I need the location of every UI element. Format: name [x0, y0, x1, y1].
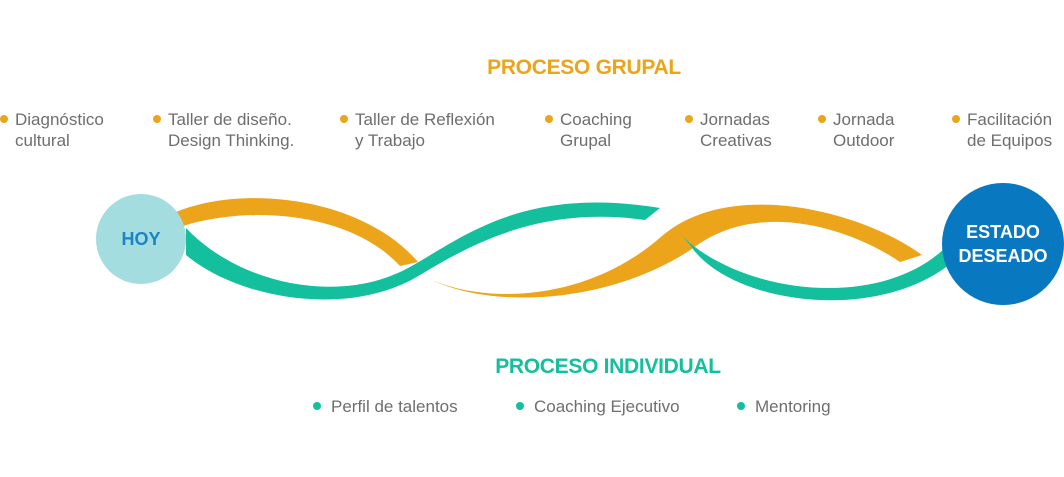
bullet-dot-icon [313, 402, 321, 410]
orange-ribbon-back [432, 204, 922, 298]
group-item-line1: Diagnóstico [15, 110, 104, 129]
teal-ribbon-front [683, 237, 955, 301]
end-circle-estado-deseado: ESTADO DESEADO [942, 183, 1064, 305]
individual-process-title: PROCESO INDIVIDUAL [495, 355, 721, 378]
end-label-line2: DESEADO [958, 246, 1048, 266]
group-item-line1: Taller de diseño. [168, 110, 292, 129]
group-item-line2: Creativas [700, 131, 772, 150]
group-process-title: PROCESO GRUPAL [487, 56, 681, 79]
teal-ribbon-back [186, 202, 660, 300]
bullet-dot-icon [545, 115, 553, 123]
individual-item-label: Perfil de talentos [331, 397, 458, 416]
group-item-line1: Jornada [833, 110, 895, 129]
group-item-line2: y Trabajo [355, 131, 425, 150]
group-item-line2: Design Thinking. [168, 131, 295, 150]
group-item-line2: cultural [15, 131, 70, 150]
group-item-line2: Grupal [560, 131, 612, 150]
start-circle-hoy: HOY [96, 194, 186, 284]
bullet-dot-icon [818, 115, 826, 123]
group-item-line1: Coaching [560, 110, 632, 129]
end-label-line1: ESTADO [966, 222, 1040, 242]
group-item-line1: Facilitación [967, 110, 1053, 129]
start-label: HOY [121, 228, 161, 249]
group-item-line1: Jornadas [700, 110, 770, 129]
bullet-dot-icon [0, 115, 8, 123]
bullet-dot-icon [737, 402, 745, 410]
individual-item-label: Mentoring [755, 397, 831, 416]
group-item-line2: Outdoor [833, 131, 895, 150]
bullet-dot-icon [516, 402, 524, 410]
bullet-dot-icon [685, 115, 693, 123]
group-item-line1: Taller de Reflexión [355, 110, 495, 129]
group-item-line2: de Equipos [967, 131, 1053, 150]
bullet-dot-icon [952, 115, 960, 123]
bullet-dot-icon [340, 115, 348, 123]
bullet-dot-icon [153, 115, 161, 123]
individual-item-label: Coaching Ejecutivo [534, 397, 680, 416]
orange-ribbon-front [176, 198, 418, 266]
